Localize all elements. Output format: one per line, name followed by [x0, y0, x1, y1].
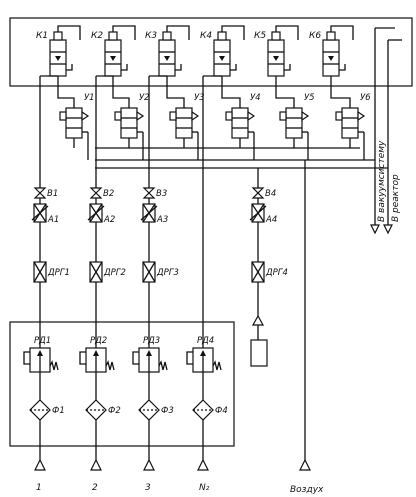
- valve-label-К4: К4: [200, 31, 212, 41]
- receiver-tank: [250, 339, 268, 367]
- valve-flow-arrow: [328, 56, 334, 61]
- valve-k-actuator: [53, 31, 63, 41]
- pressure-reg-label-РД1: РД1: [34, 336, 51, 346]
- actuator-label-У3: У3: [194, 93, 205, 103]
- pressure-reg-label-РД3: РД3: [143, 336, 160, 346]
- spring: [49, 360, 59, 371]
- shutoff-valve: [89, 187, 103, 199]
- shutoff-valve: [251, 187, 265, 199]
- valve-flow-arrow: [164, 56, 170, 61]
- valve-flow-arrow: [219, 56, 225, 61]
- reactor-outlet-arrow: [383, 224, 393, 235]
- actuator-label-У5: У5: [304, 93, 315, 103]
- check-arrow: [251, 314, 265, 326]
- actuator-label-У4: У4: [250, 93, 261, 103]
- filter-label-Ф2: Ф2: [108, 406, 121, 416]
- filter-label-Ф1: Ф1: [52, 406, 65, 416]
- valve-label-К1: К1: [36, 31, 48, 41]
- actuator-body: [285, 107, 303, 139]
- valve-label-К3: К3: [145, 31, 157, 41]
- regulator-block-frame: [9, 321, 235, 447]
- shutoff-label-В2: В2: [103, 189, 114, 199]
- actuator-body: [341, 107, 359, 139]
- valve-flow-arrow: [55, 56, 61, 61]
- shutoff-valve: [33, 187, 47, 199]
- air-inlet-label: Воздух: [290, 485, 324, 495]
- filter-label-Ф3: Ф3: [161, 406, 174, 416]
- inlet-arrow: [34, 458, 46, 471]
- inlet-label-2: 2: [92, 483, 98, 493]
- pressure-reg-label-РД4: РД4: [197, 336, 214, 346]
- spring: [212, 360, 222, 371]
- reactor-output-label: В реактор: [391, 174, 401, 222]
- inlet-label-N₂: N₂: [199, 483, 210, 493]
- flow-sensor-label-ДРГ4: ДРГ4: [265, 268, 288, 278]
- actuator-body: [231, 107, 249, 139]
- flow-sensor-label-ДРГ2: ДРГ2: [103, 268, 126, 278]
- flow-reg-label-А3: А3: [156, 215, 168, 225]
- spring: [158, 360, 168, 371]
- valve-k-actuator: [217, 31, 227, 41]
- pressure-reg-label-РД2: РД2: [90, 336, 107, 346]
- actuator-bus: [95, 147, 388, 169]
- actuator-label-У1: У1: [84, 93, 95, 103]
- flow-sensor-label-ДРГ1: ДРГ1: [47, 268, 70, 278]
- spring: [105, 360, 115, 371]
- filter-label-Ф4: Ф4: [215, 406, 228, 416]
- air-inlet-arrow: [299, 458, 311, 471]
- valve-label-К6: К6: [309, 31, 321, 41]
- vacuum-output-label: В вакуумсистему: [377, 140, 387, 222]
- inlet-arrow: [143, 458, 155, 471]
- shutoff-label-В4: В4: [265, 189, 276, 199]
- output-lines: В вакуумсистему В реактор: [370, 27, 402, 235]
- vacuum-outlet-arrow: [370, 224, 380, 235]
- inlet-label-1: 1: [36, 483, 42, 493]
- air-line: Воздух: [290, 160, 324, 495]
- valve-label-К2: К2: [91, 31, 103, 41]
- valve-flow-arrow: [273, 56, 279, 61]
- inlet-arrow: [90, 458, 102, 471]
- flow-reg-label-А1: А1: [47, 215, 59, 225]
- valve-flow-arrow: [110, 56, 116, 61]
- flow-sensor-label-ДРГ3: ДРГ3: [156, 268, 179, 278]
- flow-reg-label-А4: А4: [265, 215, 277, 225]
- inlet-label-3: 3: [145, 483, 151, 493]
- valve-block-frame: [9, 17, 413, 87]
- shutoff-valve: [142, 187, 156, 199]
- valve-k-actuator: [271, 31, 281, 41]
- actuator-body: [175, 107, 193, 139]
- flow-reg-label-А2: А2: [103, 215, 115, 225]
- valve-label-К5: К5: [254, 31, 266, 41]
- channel-4-tail: [250, 314, 268, 367]
- valve-k-actuator: [162, 31, 172, 41]
- actuator-label-У6: У6: [360, 93, 371, 103]
- inlet-arrow: [197, 458, 209, 471]
- actuator-label-У2: У2: [139, 93, 150, 103]
- shutoff-label-В1: В1: [47, 189, 58, 199]
- actuator-body: [120, 107, 138, 139]
- actuator-body: [65, 107, 83, 139]
- valve-k-actuator: [108, 31, 118, 41]
- shutoff-label-В3: В3: [156, 189, 167, 199]
- valve-k-actuator: [326, 31, 336, 41]
